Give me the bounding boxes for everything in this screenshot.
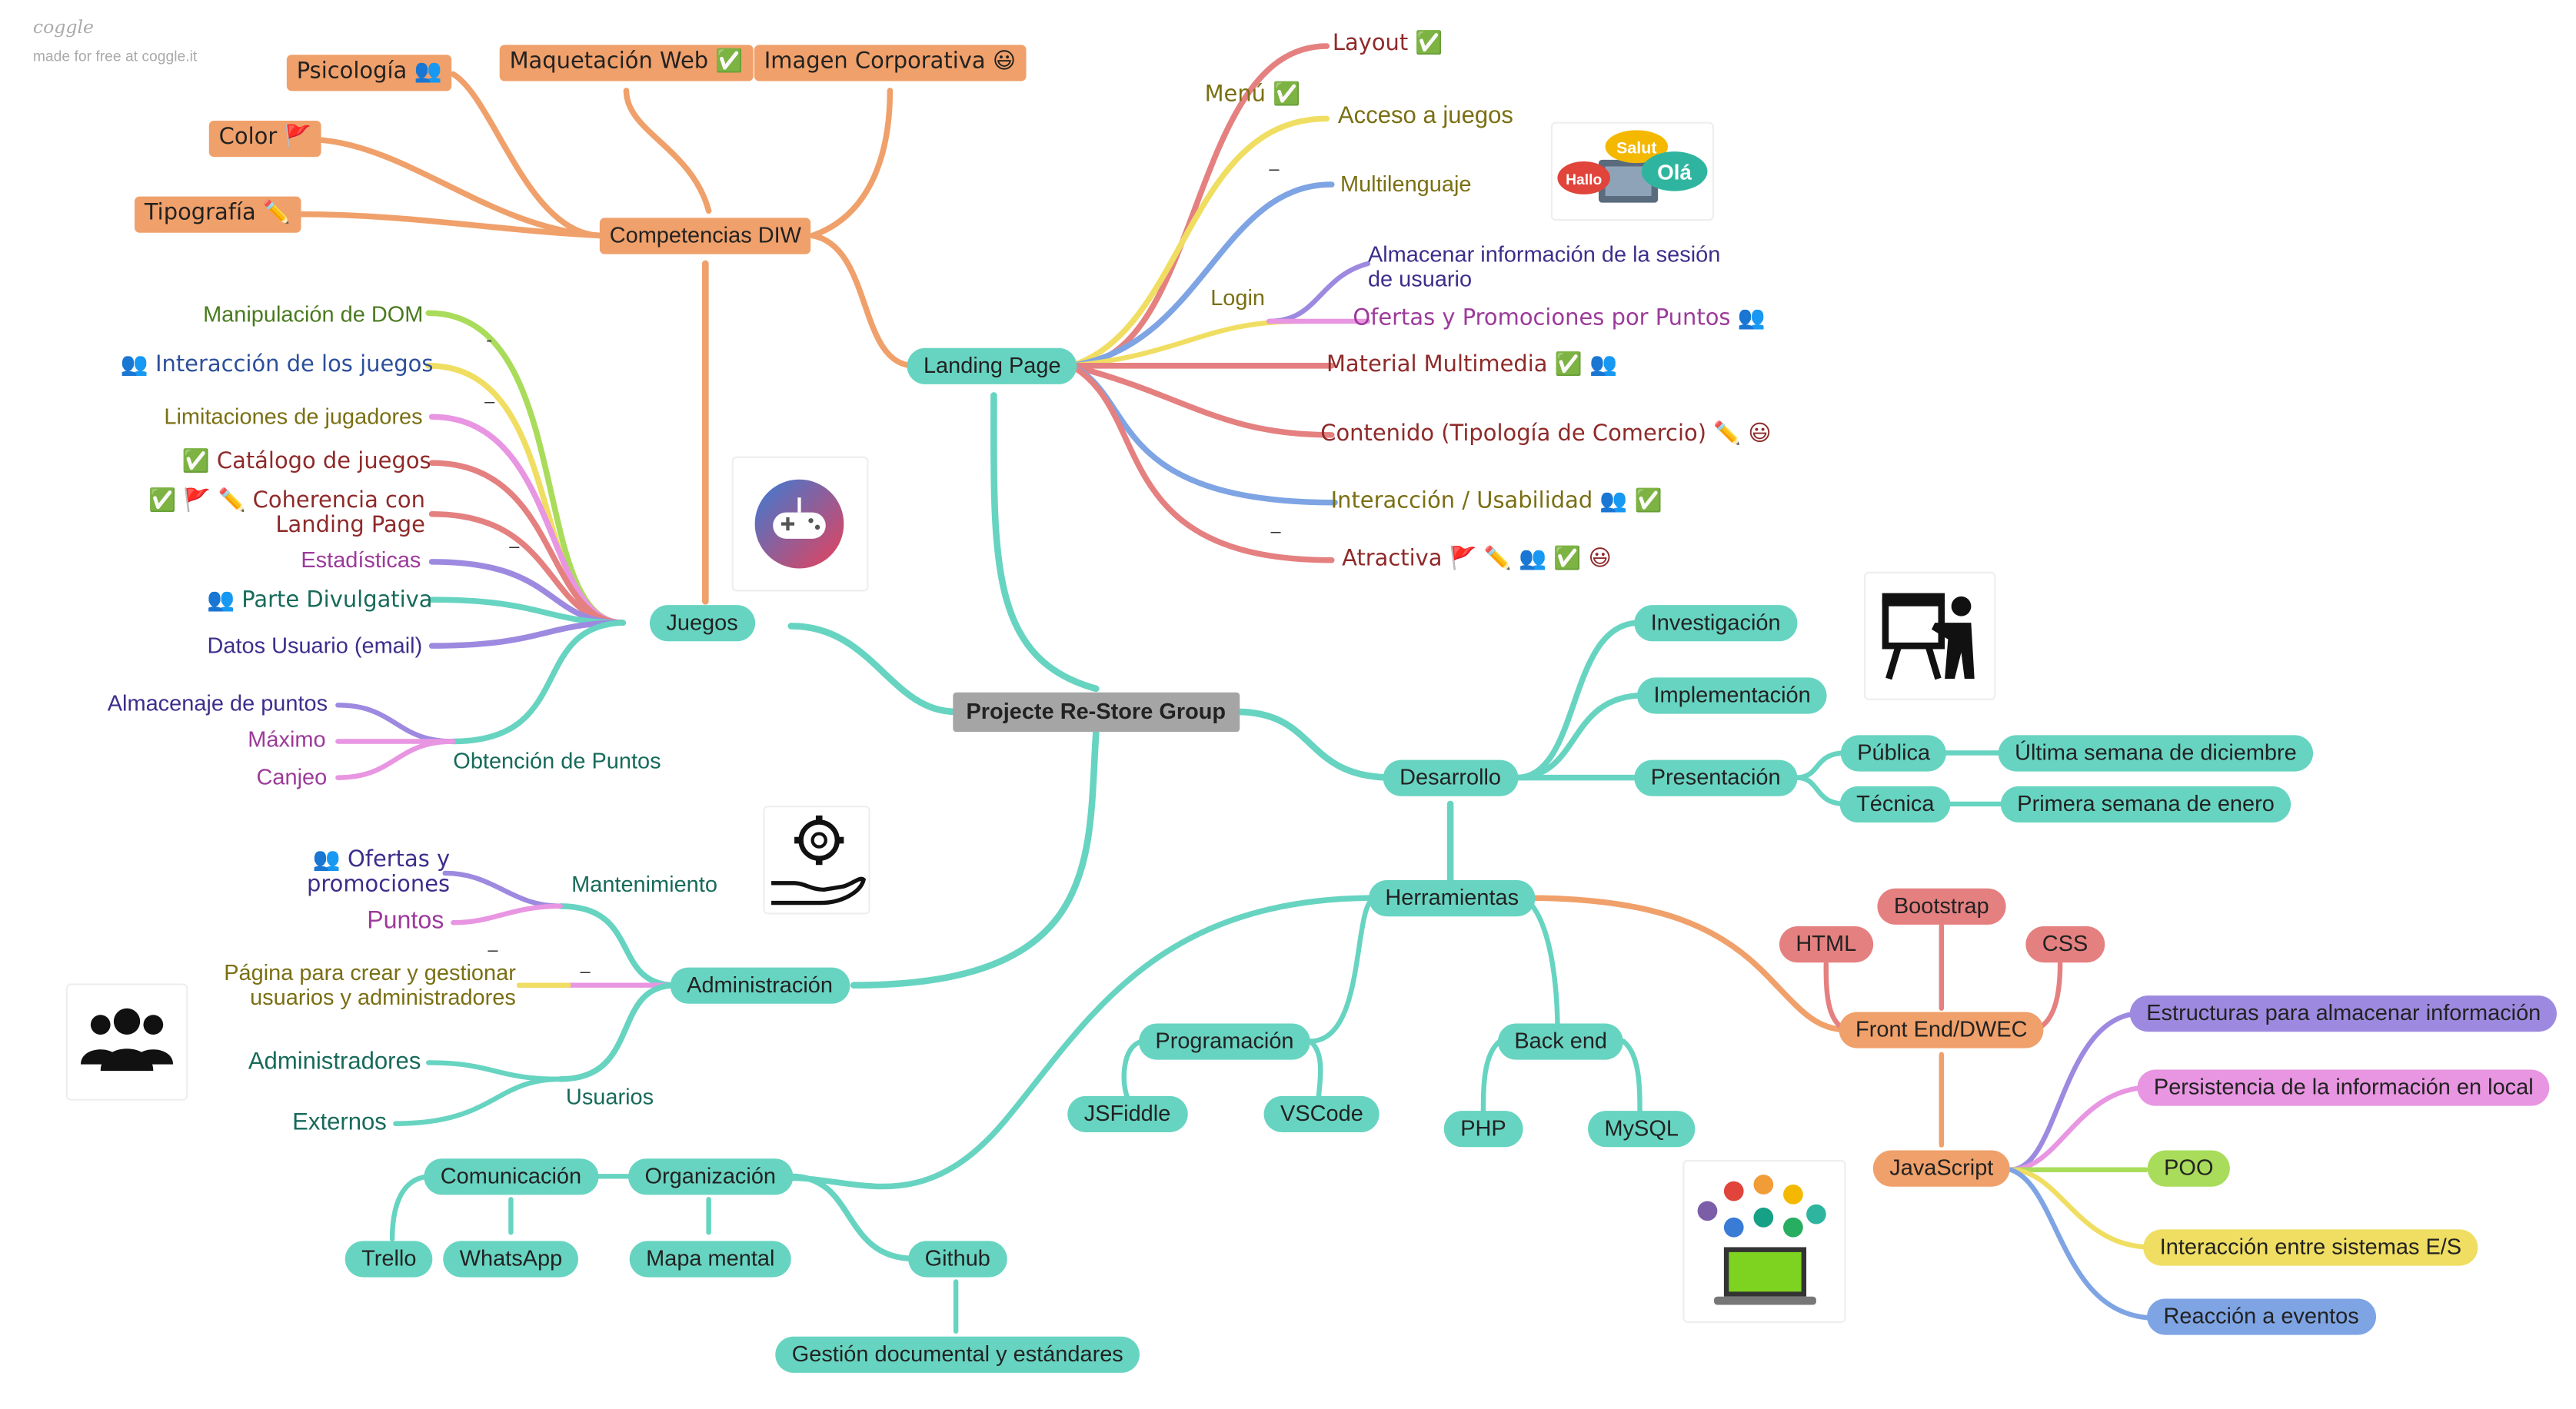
- dash-marker: –: [1270, 522, 1281, 543]
- coggle-tagline: made for free at coggle.it: [32, 48, 198, 65]
- node-externos[interactable]: Externos: [292, 1109, 387, 1137]
- node-maquetacion[interactable]: Maquetación Web ✅: [499, 45, 754, 81]
- presentation-icon: [1864, 571, 1996, 700]
- node-multilenguaje[interactable]: Multilenguaje: [1340, 171, 1472, 197]
- node-mantenimiento[interactable]: Mantenimiento: [571, 872, 717, 897]
- node-estadisticas[interactable]: Estadísticas: [301, 547, 421, 573]
- node-tecnica[interactable]: Técnica: [1839, 786, 1951, 822]
- node-whatsapp[interactable]: WhatsApp: [443, 1241, 579, 1277]
- node-css[interactable]: CSS: [2025, 926, 2105, 962]
- node-publica[interactable]: Pública: [1840, 735, 1947, 771]
- node-limitaciones[interactable]: Limitaciones de jugadores: [164, 404, 423, 429]
- node-investigacion[interactable]: Investigación: [1634, 605, 1798, 641]
- node-bootstrap[interactable]: Bootstrap: [1877, 888, 2006, 924]
- node-catalogo[interactable]: ✅ Catálogo de juegos: [181, 448, 431, 475]
- node-ofertas-promociones[interactable]: 👥 Ofertas y promociones: [307, 846, 451, 899]
- node-herramientas[interactable]: Herramientas: [1368, 880, 1536, 916]
- node-organizacion[interactable]: Organización: [628, 1158, 793, 1195]
- node-layout[interactable]: Layout ✅: [1332, 30, 1443, 57]
- gamepad-icon: [731, 456, 869, 592]
- group-icon: [65, 983, 188, 1101]
- node-obtencion-puntos[interactable]: Obtención de Puntos: [453, 748, 661, 773]
- node-vscode[interactable]: VSCode: [1263, 1095, 1380, 1132]
- node-administracion[interactable]: Administración: [670, 967, 850, 1003]
- node-almacenar-sesion[interactable]: Almacenar información de la sesión de us…: [1367, 241, 1721, 292]
- node-usuarios[interactable]: Usuarios: [565, 1084, 654, 1109]
- node-reaccion-eventos[interactable]: Reacción a eventos: [2147, 1298, 2376, 1334]
- dash-marker: –: [1269, 159, 1280, 180]
- node-landing-page[interactable]: Landing Page: [907, 347, 1077, 384]
- node-manipulacion-dom[interactable]: Manipulación de DOM: [203, 301, 424, 327]
- node-poo[interactable]: POO: [2147, 1150, 2230, 1186]
- node-material-multimedia[interactable]: Material Multimedia ✅ 👥: [1326, 351, 1617, 378]
- node-javascript[interactable]: JavaScript: [1872, 1150, 2010, 1186]
- node-html[interactable]: HTML: [1779, 926, 1873, 962]
- node-imagen-corporativa[interactable]: Imagen Corporativa 😃: [754, 45, 1026, 81]
- node-maximo[interactable]: Máximo: [248, 726, 326, 752]
- node-presentacion[interactable]: Presentación: [1634, 759, 1798, 796]
- node-canjeo[interactable]: Canjeo: [256, 765, 328, 790]
- node-front-end[interactable]: Front End/DWEC: [1839, 1012, 2044, 1048]
- node-interaccion-juegos[interactable]: 👥 Interacción de los juegos: [120, 351, 434, 378]
- node-almacenaje-puntos[interactable]: Almacenaje de puntos: [107, 690, 328, 716]
- node-desarrollo[interactable]: Desarrollo: [1383, 759, 1518, 796]
- node-php[interactable]: PHP: [1443, 1111, 1523, 1147]
- node-psicologia[interactable]: Psicología 👥: [286, 55, 452, 91]
- node-estructuras[interactable]: Estructuras para almacenar información: [2129, 995, 2558, 1032]
- node-mysql[interactable]: MySQL: [1588, 1111, 1696, 1147]
- node-competencias[interactable]: Competencias DIW: [599, 218, 811, 254]
- node-menu[interactable]: Menú ✅: [1204, 81, 1301, 108]
- node-implementacion[interactable]: Implementación: [1637, 677, 1828, 713]
- node-back-end[interactable]: Back end: [1497, 1023, 1624, 1059]
- node-gestion-documental[interactable]: Gestión documental y estándares: [775, 1336, 1140, 1372]
- dash-marker: –: [484, 392, 495, 412]
- node-ultima-semana[interactable]: Última semana de diciembre: [1998, 735, 2314, 771]
- node-interaccion-usabilidad[interactable]: Interacción / Usabilidad 👥 ✅: [1330, 487, 1662, 515]
- node-color[interactable]: Color 🚩: [208, 120, 322, 157]
- node-github[interactable]: Github: [908, 1241, 1007, 1277]
- root-node[interactable]: Projecte Re-Store Group: [953, 692, 1240, 732]
- dash-marker: –: [509, 537, 520, 557]
- node-persistencia[interactable]: Persistencia de la información en local: [2137, 1069, 2551, 1105]
- dash-marker: -: [486, 331, 493, 351]
- node-programacion[interactable]: Programación: [1138, 1023, 1310, 1059]
- node-primera-semana[interactable]: Primera semana de enero: [2000, 786, 2291, 822]
- greeting-hallo: Hallo: [1566, 172, 1602, 188]
- node-administradores[interactable]: Administradores: [248, 1048, 421, 1075]
- greeting-salut: Salut: [1616, 138, 1656, 157]
- node-atractiva[interactable]: Atractiva 🚩 ✏️ 👥 ✅ 😃: [1342, 545, 1612, 573]
- node-acceso-juegos[interactable]: Acceso a juegos: [1337, 103, 1513, 130]
- node-pagina-usuarios[interactable]: Página para crear y gestionar usuarios y…: [224, 960, 516, 1010]
- node-trello[interactable]: Trello: [344, 1241, 433, 1277]
- node-contenido[interactable]: Contenido (Tipología de Comercio) ✏️ 😃: [1320, 420, 1772, 447]
- node-ofertas-puntos[interactable]: Ofertas y Promociones por Puntos 👥: [1353, 305, 1766, 332]
- gear-hand-icon: [763, 806, 870, 915]
- node-puntos[interactable]: Puntos: [367, 906, 444, 935]
- apps-laptop-icon: [1682, 1159, 1846, 1324]
- node-divulgativa[interactable]: 👥 Parte Divulgativa: [207, 587, 433, 613]
- coggle-logo: coggle: [32, 16, 94, 38]
- node-coherencia[interactable]: ✅ 🚩 ✏️ Coherencia con Landing Page: [148, 487, 425, 539]
- greeting-ola: Olá: [1657, 161, 1692, 184]
- node-jsfiddle[interactable]: JSFiddle: [1067, 1095, 1187, 1132]
- node-juegos[interactable]: Juegos: [649, 605, 755, 641]
- node-login[interactable]: Login: [1210, 285, 1266, 311]
- dash-marker: –: [488, 940, 498, 961]
- node-comunicacion[interactable]: Comunicación: [424, 1158, 598, 1195]
- node-interaccion-es[interactable]: Interacción entre sistemas E/S: [2143, 1229, 2478, 1265]
- greetings-icon: Salut Hallo Olá: [1550, 121, 1715, 221]
- node-tipografia[interactable]: Tipografía ✏️: [135, 196, 301, 232]
- node-mapa-mental[interactable]: Mapa mental: [629, 1241, 791, 1277]
- node-datos-usuario[interactable]: Datos Usuario (email): [207, 633, 423, 658]
- dash-marker: –: [580, 962, 591, 982]
